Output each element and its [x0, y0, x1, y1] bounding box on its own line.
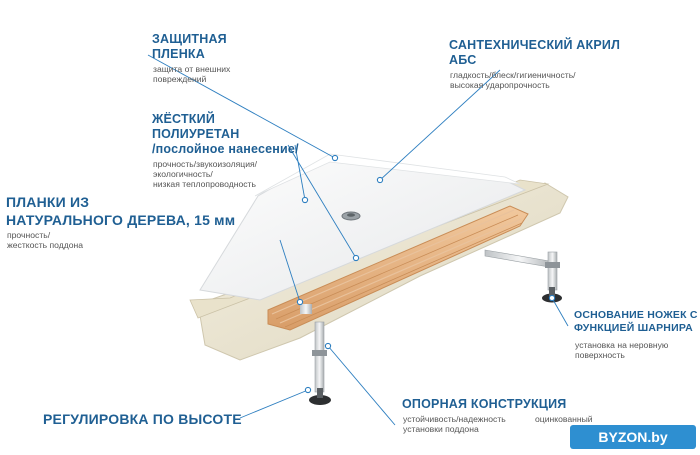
- callout-dots: [296, 154, 556, 394]
- legs-base-desc-line1: установка на неровную: [575, 340, 669, 350]
- wood-title-line2: НАТУРАЛЬНОГО ДЕРЕВА, 15 мм: [6, 212, 236, 228]
- polyurethane-title-line3: /послойное нанесение/: [152, 142, 299, 156]
- protective-film-desc-line2: повреждений: [153, 74, 207, 84]
- protective-film-desc-line1: защита от внешних: [153, 64, 231, 74]
- protective-film-title-line2: ПЛЕНКА: [152, 47, 205, 61]
- wood-title-line1: ПЛАНКИ ИЗ: [6, 194, 90, 210]
- acrylic-desc-line1: гладкость/блеск/гигиеничность/: [450, 70, 576, 80]
- wood-planks: [267, 205, 529, 331]
- support-title: ОПОРНАЯ КОНСТРУКЦИЯ: [402, 397, 567, 411]
- support-desc-right: оцинкованный: [535, 414, 593, 424]
- legs-base-title-line1: ОСНОВАНИЕ НОЖЕК С: [574, 309, 698, 321]
- polyurethane-desc-line1: прочность/звукоизоляция/: [153, 159, 258, 169]
- acrylic-desc-line2: высокая ударопрочность: [450, 80, 550, 90]
- brand-text: BYZON.by: [598, 429, 668, 445]
- support-desc-line2: установки поддона: [403, 424, 479, 434]
- wood-desc-line1: прочность/: [7, 230, 51, 240]
- acrylic-title-line2: АБС: [449, 53, 477, 67]
- callout-lines: [147, 54, 569, 426]
- protective-film-title-line1: ЗАЩИТНАЯ: [152, 32, 227, 46]
- support-rail: [300, 304, 312, 314]
- polyurethane-title-line1: ЖЁСТКИЙ: [152, 112, 216, 126]
- polyurethane-desc-line3: низкая теплопроводность: [153, 179, 256, 189]
- foot-left: [309, 395, 331, 405]
- acrylic-rim: [254, 153, 521, 197]
- legs-base-desc-line2: поверхность: [575, 350, 625, 360]
- polyurethane-desc-line2: экологичность/: [153, 169, 213, 179]
- wood-desc-line2: жесткость поддона: [7, 240, 84, 250]
- legs-base-title-line2: ФУНКЦИЕЙ ШАРНИРА: [574, 322, 693, 334]
- acrylic-title-line1: САНТЕХНИЧЕСКИЙ АКРИЛ: [449, 38, 621, 52]
- support-beam: [484, 249, 556, 269]
- polyurethane-title-line2: ПОЛИУРЕТАН: [152, 127, 240, 141]
- leg-right: [547, 251, 558, 291]
- brand-logo: BYZON.by: [570, 425, 696, 449]
- support-desc-line1: устойчивость/надежность: [403, 414, 506, 424]
- height-title: РЕГУЛИРОВКА ПО ВЫСОТЕ: [43, 411, 242, 427]
- leg-left: [314, 321, 325, 393]
